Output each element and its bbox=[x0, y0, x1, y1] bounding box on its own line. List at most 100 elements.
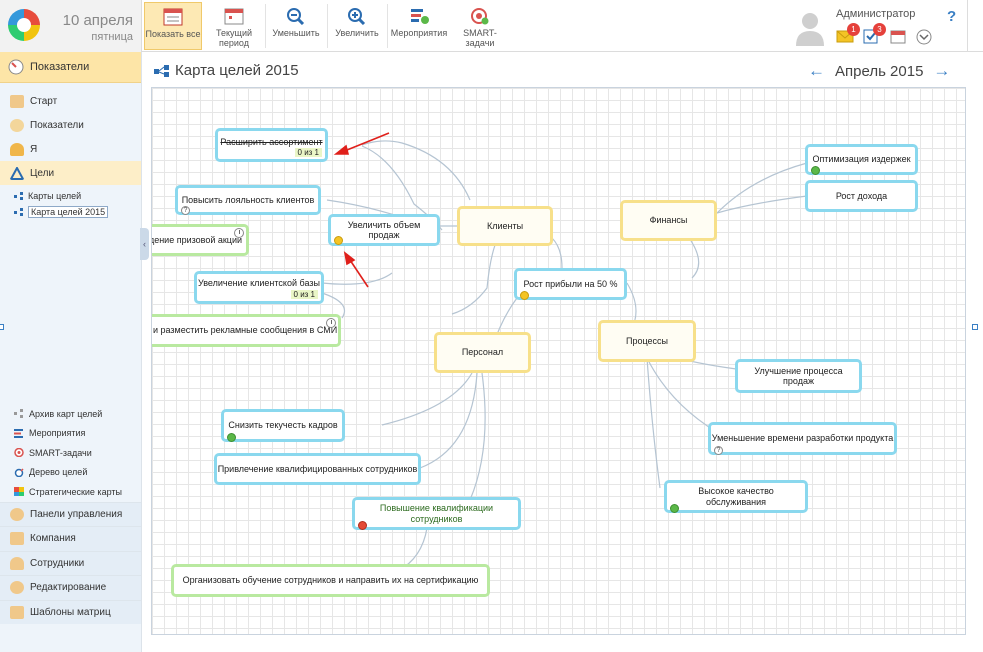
events-button[interactable]: Мероприятия bbox=[390, 2, 448, 50]
previous-period-arrow-icon[interactable]: ← bbox=[808, 61, 825, 80]
sidebar-subitem-goal-map-2015[interactable]: Карта целей 2015 bbox=[0, 204, 141, 220]
goal-node-prize-promotion[interactable]: дение призовой акции bbox=[152, 224, 249, 256]
sidebar-item-goals[interactable]: Цели bbox=[0, 161, 141, 185]
toolbar-separator bbox=[387, 4, 388, 48]
sidebar-collapse-handle[interactable]: ‹ bbox=[140, 228, 149, 260]
goal-node-staff-turnover[interactable]: Снизить текучесть кадров bbox=[221, 409, 345, 442]
annotation-arrow bbox=[349, 259, 369, 288]
goal-node-expand-assortment[interactable]: Расширить ассортимент 0 из 1 bbox=[215, 128, 328, 162]
goal-node-service-quality[interactable]: Высокое качество обслуживания bbox=[664, 480, 808, 513]
sidebar-subitem-goal-maps[interactable]: Карты целей bbox=[0, 188, 141, 204]
sidebar-item-label: Шаблоны матриц bbox=[30, 606, 111, 618]
sidebar-link-events[interactable]: Мероприятия bbox=[0, 424, 141, 444]
edit-icon bbox=[10, 581, 24, 595]
sidebar-item-label: Цели bbox=[30, 167, 55, 179]
goal-node-income-growth[interactable]: Рост дохода bbox=[805, 180, 918, 212]
goal-node-clients[interactable]: Клиенты bbox=[457, 206, 553, 246]
status-unknown-icon: ? bbox=[714, 446, 723, 455]
user-avatar[interactable] bbox=[795, 10, 825, 46]
mail-badge: 1 bbox=[847, 23, 860, 36]
goal-node-label: Снизить текучесть кадров bbox=[228, 420, 338, 431]
goal-node-sales-process[interactable]: Улучшение процесса продаж bbox=[735, 359, 862, 393]
goal-node-label: Повышение квалификации сотрудников bbox=[379, 503, 494, 524]
sidebar-item-editing[interactable]: Редактирование bbox=[0, 575, 141, 600]
chevron-left-icon: ‹ bbox=[143, 239, 146, 249]
app-logo[interactable] bbox=[8, 9, 40, 41]
matrix-icon bbox=[10, 605, 24, 619]
sidebar-item-label: Старт bbox=[30, 95, 58, 107]
events-icon bbox=[411, 9, 429, 24]
archive-icon bbox=[14, 409, 23, 419]
sidebar-link-smart-tasks[interactable]: SMART-задачи bbox=[0, 443, 141, 463]
goal-node-dev-time[interactable]: Уменьшение времени разработки продукта ? bbox=[708, 422, 897, 455]
events-icon bbox=[14, 428, 23, 438]
current-period-label: Текущий период bbox=[216, 28, 252, 48]
sidebar-link-label: Архив карт целей bbox=[29, 408, 103, 419]
goal-node-client-base[interactable]: Увеличение клиентской базы 0 из 1 bbox=[194, 271, 324, 304]
clock-icon bbox=[234, 228, 244, 238]
user-icon bbox=[10, 142, 24, 156]
mail-notification[interactable]: 1 bbox=[836, 23, 860, 44]
user-menu-toggle[interactable] bbox=[915, 28, 933, 45]
sidebar-item-matrix-templates[interactable]: Шаблоны матриц bbox=[0, 599, 141, 624]
toolbar-separator bbox=[327, 4, 328, 48]
sidebar-link-goal-tree[interactable]: Дерево целей bbox=[0, 463, 141, 483]
calendar-notification[interactable] bbox=[889, 28, 907, 44]
goal-node-processes[interactable]: Процессы bbox=[598, 320, 696, 362]
goal-map-icon bbox=[14, 208, 23, 216]
goal-node-finance[interactable]: Финансы bbox=[620, 200, 717, 241]
goal-map-icon bbox=[154, 64, 169, 77]
goal-node-staff-qualification[interactable]: Повышение квалификации сотрудников bbox=[352, 497, 521, 530]
next-period-arrow-icon[interactable]: → bbox=[933, 61, 951, 80]
current-period-button[interactable]: Текущий период bbox=[205, 2, 263, 50]
sidebar-link-label: Стратегические карты bbox=[29, 486, 122, 497]
sidebar-link-archive[interactable]: Архив карт целей bbox=[0, 404, 141, 424]
sidebar-item-employees[interactable]: Сотрудники bbox=[0, 550, 141, 575]
goal-node-label: Рост прибыли на 50 % bbox=[523, 278, 618, 289]
goal-node-profit-growth[interactable]: Рост прибыли на 50 % bbox=[514, 268, 627, 300]
goal-progress: 0 из 1 bbox=[290, 289, 318, 299]
sidebar-item-start[interactable]: Старт bbox=[0, 89, 141, 113]
calendar-icon bbox=[224, 8, 244, 25]
strategy-map-icon bbox=[14, 487, 24, 497]
start-icon bbox=[10, 94, 24, 108]
sidebar-section-indicators[interactable]: Показатели bbox=[0, 52, 141, 83]
show-all-button[interactable]: Показать все bbox=[144, 2, 202, 50]
sidebar-item-me[interactable]: Я bbox=[0, 137, 141, 161]
sidebar-bottom: Архив карт целей Мероприятия SMART-задач… bbox=[0, 404, 141, 624]
goal-node-personnel[interactable]: Персонал bbox=[434, 332, 531, 373]
tasks-notification[interactable]: 3 bbox=[862, 23, 886, 44]
page-title: Карта целей 2015 bbox=[154, 62, 299, 79]
resize-handle-right[interactable] bbox=[972, 324, 978, 330]
sidebar-item-label: Я bbox=[30, 143, 38, 155]
goal-node-label: Высокое качество обслуживания bbox=[698, 486, 774, 507]
status-green-icon bbox=[227, 433, 236, 442]
goal-node-staff-training[interactable]: Организовать обучение сотрудников и напр… bbox=[171, 564, 490, 597]
resize-handle-left[interactable] bbox=[0, 324, 4, 330]
goal-progress: 0 из 1 bbox=[294, 147, 322, 157]
goal-map-canvas[interactable]: Расширить ассортимент 0 из 1 Повысить ло… bbox=[151, 87, 966, 635]
zoom-out-icon bbox=[287, 8, 305, 25]
sidebar-item-indicators[interactable]: Показатели bbox=[0, 113, 141, 137]
goal-node-increase-sales[interactable]: Увеличить объем продаж bbox=[328, 214, 440, 246]
smart-tasks-button[interactable]: SMART-задачи bbox=[450, 2, 510, 50]
sidebar-subitem-label: Карта целей 2015 bbox=[28, 206, 109, 218]
goal-node-cost-optimization[interactable]: Оптимизация издержек bbox=[805, 144, 918, 175]
zoom-out-button[interactable]: Уменьшить bbox=[268, 2, 324, 50]
goal-node-media-ads[interactable]: ь и разместить рекламные сообщения в СМИ bbox=[152, 314, 341, 347]
sidebar-link-label: Дерево целей bbox=[29, 467, 88, 478]
sidebar-item-label: Сотрудники bbox=[30, 557, 85, 569]
sidebar-link-strategy-maps[interactable]: Стратегические карты bbox=[0, 482, 141, 502]
zoom-in-label: Увеличить bbox=[335, 28, 379, 38]
help-button[interactable]: ? bbox=[947, 8, 957, 25]
sidebar-link-label: Мероприятия bbox=[29, 428, 86, 439]
show-all-label: Показать все bbox=[145, 29, 201, 39]
goal-node-qualified-staff[interactable]: Привлечение квалифицированных сотруднико… bbox=[214, 453, 421, 485]
current-date: 10 апреля bbox=[62, 12, 133, 29]
zoom-in-button[interactable]: Увеличить bbox=[330, 2, 384, 50]
indicators-icon bbox=[10, 118, 24, 132]
sidebar-item-company[interactable]: Компания bbox=[0, 526, 141, 551]
goal-node-customer-loyalty[interactable]: Повысить лояльность клиентов ? bbox=[175, 185, 321, 215]
user-name[interactable]: Администратор bbox=[836, 8, 916, 20]
sidebar-item-dashboards[interactable]: Панели управления bbox=[0, 501, 141, 526]
